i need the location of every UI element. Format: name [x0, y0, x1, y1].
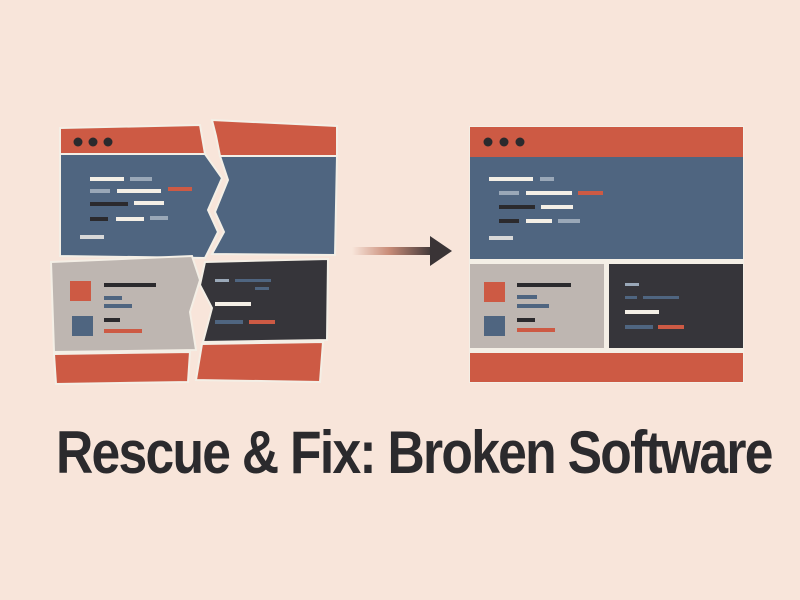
code-line [150, 216, 168, 220]
code-line [117, 189, 161, 193]
code-line [541, 205, 573, 209]
thumbnail [484, 316, 505, 336]
shard-top-left-body [59, 153, 224, 260]
code-line [625, 325, 653, 329]
code-line [116, 217, 144, 221]
code-line-error [249, 320, 275, 324]
text-line [517, 304, 549, 308]
shard-bottom-left [49, 254, 202, 386]
shard-bottom-right-panel [198, 257, 330, 344]
code-line [489, 177, 533, 181]
text-line [104, 329, 142, 333]
code-line [255, 287, 269, 290]
text-line [517, 318, 535, 322]
shard-top-left-titlebar [59, 123, 207, 155]
code-line [526, 191, 572, 195]
text-line [104, 304, 132, 308]
text-line [104, 296, 122, 300]
text-line [517, 328, 555, 332]
code-line [499, 205, 535, 209]
shard-top-right-body [210, 155, 339, 257]
arrow-head [430, 236, 452, 266]
text-line [517, 283, 571, 287]
text-line [517, 295, 537, 299]
code-line-highlight [658, 325, 684, 329]
content-panel-dark [609, 264, 743, 348]
window-dot-icon [73, 137, 83, 147]
code-line [558, 219, 580, 223]
window-dot-icon [103, 137, 113, 147]
code-line-highlight [578, 191, 603, 195]
thumbnail [72, 316, 93, 336]
window-dot-icon [515, 137, 525, 147]
thumbnail [70, 281, 91, 301]
code-line [499, 191, 519, 195]
shard-top-right [210, 118, 339, 257]
page-title: Rescue & Fix: Broken Software [56, 419, 773, 486]
code-line [90, 177, 124, 181]
shard-bottom-left-footer [52, 350, 192, 386]
code-line [134, 201, 164, 205]
code-line [90, 217, 108, 221]
shard-top-left [59, 123, 224, 260]
shard-bottom-right-footer [194, 340, 325, 384]
code-line [90, 189, 110, 193]
code-line [499, 219, 519, 223]
code-line [215, 320, 243, 324]
code-line [215, 279, 229, 282]
code-line [90, 202, 128, 206]
broken-window [49, 118, 339, 386]
code-line [80, 235, 104, 239]
code-line [235, 279, 271, 282]
window-titlebar [470, 127, 743, 157]
text-line [104, 283, 156, 287]
code-line [625, 310, 659, 314]
window-dot-icon [88, 137, 98, 147]
code-line-error [168, 187, 192, 191]
shard-bottom-right [194, 257, 330, 384]
window-dot-icon [499, 137, 509, 147]
code-line [130, 177, 152, 181]
code-line [625, 283, 639, 286]
shard-top-right-titlebar [210, 118, 338, 157]
window-dot-icon [483, 137, 493, 147]
arrow-shaft [352, 247, 434, 255]
code-line [643, 296, 679, 299]
code-line [540, 177, 554, 181]
code-line [215, 302, 251, 306]
window-footer [470, 353, 743, 382]
text-line [104, 318, 120, 322]
code-line [489, 236, 513, 240]
fixed-window [469, 126, 744, 383]
code-line [526, 219, 552, 223]
code-line [625, 296, 637, 299]
thumbnail [484, 282, 505, 302]
arrow-right-icon [352, 236, 452, 266]
